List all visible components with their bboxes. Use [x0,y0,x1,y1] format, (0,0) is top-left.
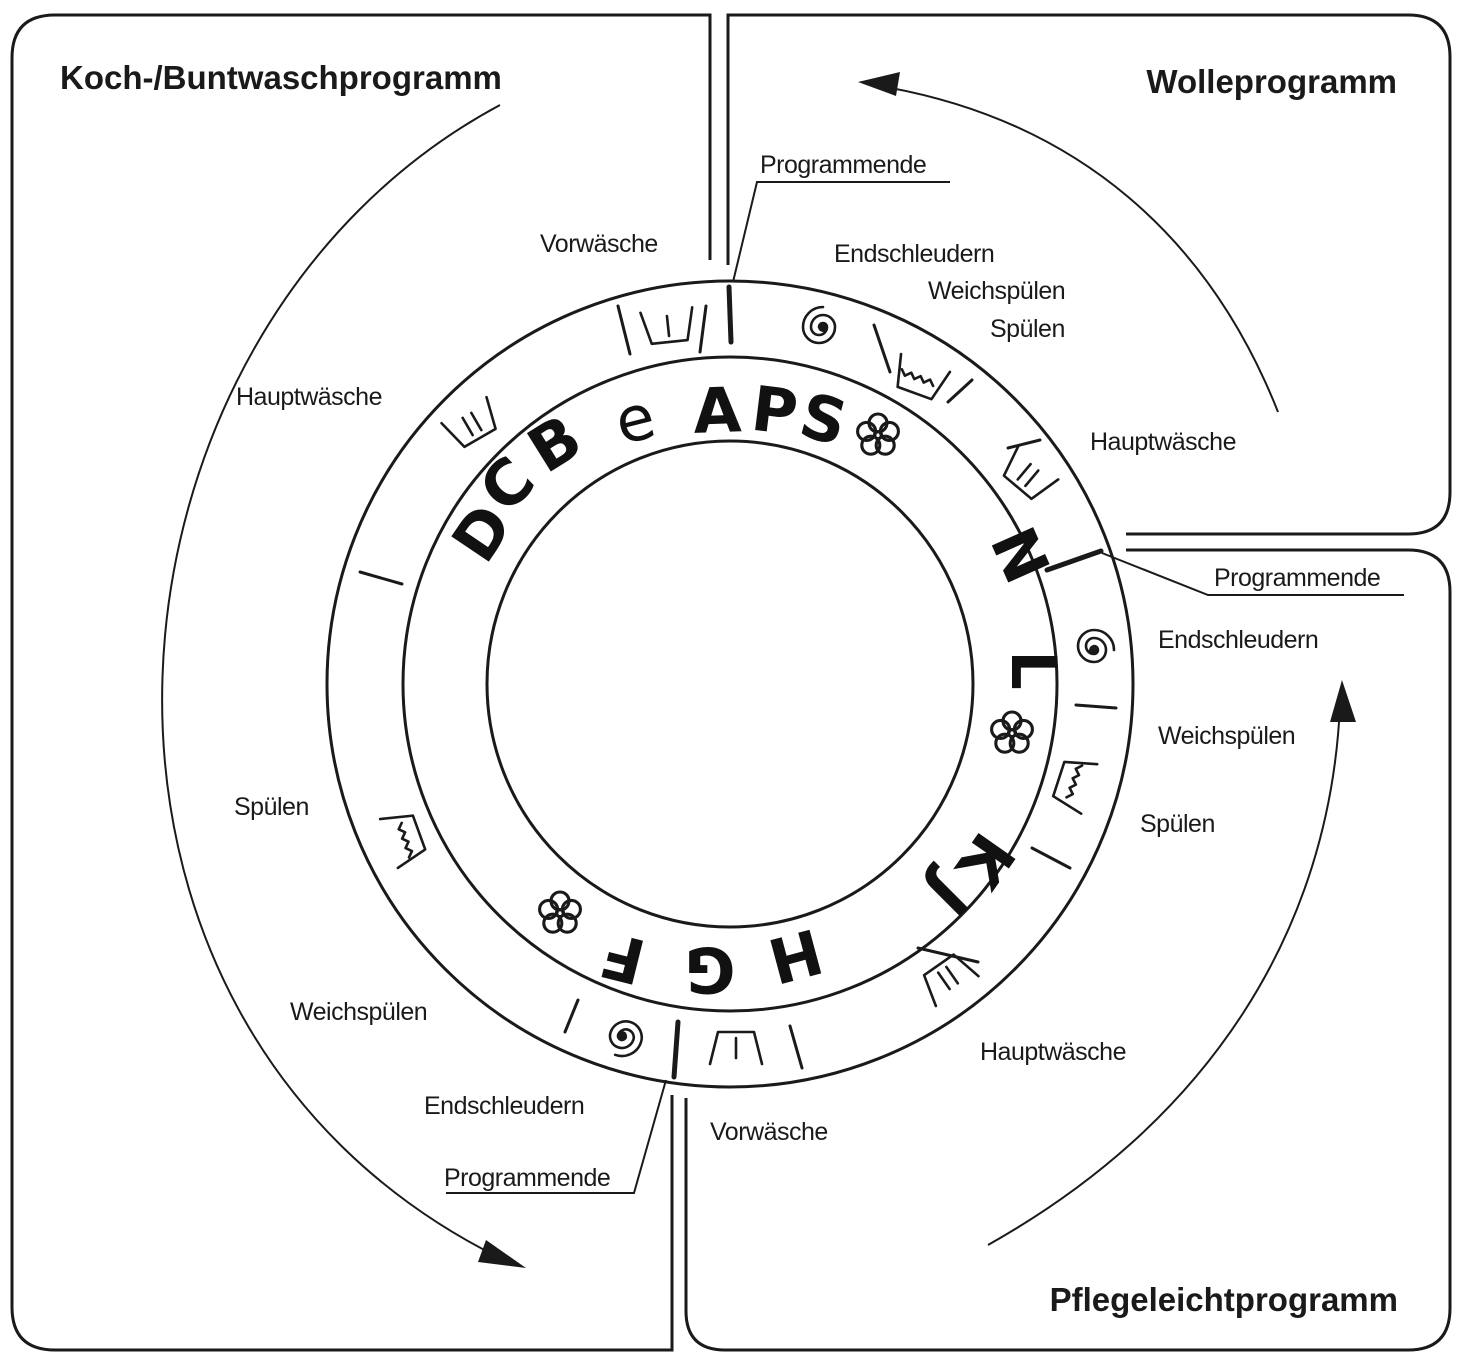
dial-letter-s: S [793,378,855,460]
dial-letter-g: G [685,933,736,1006]
pflege-vorwaesche-label: Vorwäsche [710,1118,828,1146]
dial-outer-ring [325,279,1135,1089]
pflege-title: Pflegeleichtprogramm [1050,1281,1398,1318]
koch-spuelen-label: Spülen [234,793,309,821]
rinse-tub-icon [378,806,430,870]
wolle-program-end-mark [726,284,734,345]
dial-letter-f: F [593,917,652,998]
koch-vorwaesche-label: Vorwäsche [540,230,658,258]
koch-hauptwaesche-label: Hauptwäsche [236,383,382,411]
pflege-program-end-mark [1044,548,1104,573]
pflege-arrowhead [1330,680,1356,722]
rinse-tub-icon [1049,753,1099,815]
koch-panel [10,13,712,1352]
pflege-weichspuelen-label: Weichspülen [1158,722,1295,750]
dial-middle-ring [401,355,1059,1013]
koch-program-end-mark [671,1019,681,1080]
wolle-title: Wolleprogramm [1146,63,1397,100]
dial-letter-n: N [976,517,1064,594]
mainwash-tub-icon [996,444,1060,506]
koch-arrowhead [478,1240,526,1268]
pflege-panel [684,548,1452,1352]
koch-programmende-leader [446,1079,667,1194]
pflege-hauptwaesche-label: Hauptwäsche [980,1038,1126,1066]
softener-flower-icon [538,890,582,934]
wolle-spuelen-label: Spülen [990,315,1065,343]
rinse-tub-icon [888,352,952,404]
pflege-programmende-leader [1101,552,1404,596]
wolle-programmende-label: Programmende [760,151,926,179]
wolle-weichspuelen-label: Weichspülen [928,277,1065,305]
mainwash-tub-icon [916,948,980,1008]
wolle-direction-arrow [879,85,1279,413]
softener-flower-icon [856,412,900,456]
mainwash-tub-icon [440,395,504,453]
koch-title: Koch-/Buntwaschprogramm [60,59,502,96]
dial-letter-e: e [607,379,662,459]
koch-weichspuelen-label: Weichspülen [290,998,427,1026]
dial-letter-l: L [997,650,1070,690]
koch-direction-arrow [161,104,501,1259]
dial-separator-ticks [358,304,1118,1070]
koch-endschleudern-label: Endschleudern [424,1092,584,1120]
pflege-programmende-label: Programmende [1214,564,1380,592]
wolle-panel [726,13,1452,536]
wolle-arrowhead [858,72,900,96]
prewash-tub-icon [639,306,697,346]
pflege-spuelen-label: Spülen [1140,810,1215,838]
spin-spiral-icon [801,305,837,345]
pflege-endschleudern-label: Endschleudern [1158,626,1318,654]
dial-letter-h: H [761,914,830,998]
dial-letter-p: P [748,372,802,450]
wolle-programmende-leader [732,181,950,283]
spin-spiral-icon [1076,628,1116,664]
pflege-direction-arrow [987,704,1341,1246]
wolle-endschleudern-label: Endschleudern [834,240,994,268]
prewash-tub-icon [708,1030,764,1066]
koch-programmende-label: Programmende [444,1164,610,1192]
spin-spiral-icon [602,1015,648,1063]
dial-letter-a: A [692,373,743,448]
softener-flower-icon [990,710,1034,754]
dial-inner-ring [485,439,975,929]
wolle-hauptwaesche-label: Hauptwäsche [1090,428,1236,456]
